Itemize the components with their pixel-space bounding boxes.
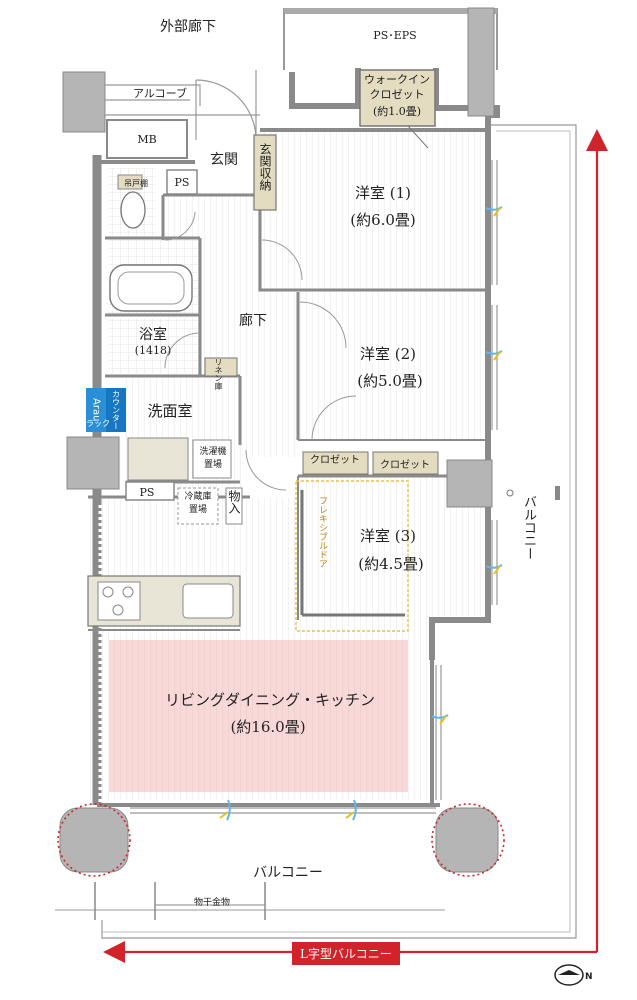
genkan-label: 玄関 bbox=[210, 152, 238, 168]
drying-hardware-label: 物干金物 bbox=[193, 898, 231, 908]
walkin-closet-label-1: ウォークイン bbox=[364, 73, 430, 86]
counter-label: カウンター bbox=[106, 388, 126, 432]
bathroom-size: (1418) bbox=[134, 344, 172, 357]
western3-size: (約4.5畳) bbox=[358, 555, 424, 573]
air-vent-icon bbox=[219, 206, 503, 821]
laundry-space-label-2: 置場 bbox=[203, 460, 223, 470]
ps-eps-label: PS･EPS bbox=[373, 29, 417, 42]
western1-title: 洋室 (1) bbox=[354, 184, 412, 202]
ldk-size: (約16.0畳) bbox=[230, 718, 306, 736]
north-compass-icon: N bbox=[554, 964, 593, 986]
linen-label: リネン庫 bbox=[214, 358, 223, 390]
laundry-space-label-1: 洗濯機 bbox=[199, 447, 227, 457]
fridge-space-label-2: 置場 bbox=[188, 505, 208, 515]
balcony-bottom-label: バルコニー bbox=[253, 865, 323, 881]
walkin-closet-label-2: クロゼット bbox=[369, 88, 425, 101]
washroom-label: 洗面室 bbox=[147, 402, 193, 420]
corridor-outline bbox=[283, 8, 498, 70]
alcove-label: アルコーブ bbox=[132, 87, 188, 100]
closet2-label: クロゼット bbox=[380, 460, 430, 471]
western2-size: (約5.0畳) bbox=[357, 372, 423, 390]
closet1-label: クロゼット bbox=[310, 455, 360, 466]
walkin-closet-label-3: (約1.0畳) bbox=[372, 105, 422, 118]
arau-counter-rack: Arau カウンター bbox=[86, 388, 126, 432]
ldk-title: リビングダイニング・キッチン bbox=[164, 691, 376, 709]
hallway-label: 廊下 bbox=[239, 313, 267, 329]
mb-label: MB bbox=[137, 133, 157, 146]
bathroom-title: 浴室 bbox=[139, 327, 167, 343]
storage-label: 物入 bbox=[227, 490, 241, 514]
balcony-outline bbox=[55, 124, 577, 939]
western2-title: 洋室 (2) bbox=[359, 345, 417, 363]
columns bbox=[59, 7, 499, 873]
balcony-right-label: バルコニー bbox=[521, 495, 536, 560]
column-markers bbox=[57, 803, 505, 877]
genkan-storage-label: 玄関収納 bbox=[258, 143, 272, 191]
svg-text:N: N bbox=[585, 972, 593, 982]
rack-label: ラック bbox=[86, 419, 110, 428]
western1-size: (約6.0畳) bbox=[350, 211, 416, 229]
arau-label: Arau bbox=[86, 388, 106, 432]
fridge-space-label-1: 冷蔵庫 bbox=[184, 492, 212, 502]
l-balcony-tag: L字型バルコニー bbox=[292, 942, 400, 965]
ps-top-label: PS bbox=[174, 176, 190, 189]
ldk-highlight bbox=[109, 640, 408, 792]
ps-bottom-label: PS bbox=[139, 486, 155, 499]
western3-title: 洋室 (3) bbox=[359, 527, 417, 545]
flexible-door-label: フレキシブルドア bbox=[317, 496, 327, 568]
toilet-cabinet-label: 吊戸棚 bbox=[124, 179, 148, 188]
outer-corridor-label: 外部廊下 bbox=[160, 19, 216, 35]
